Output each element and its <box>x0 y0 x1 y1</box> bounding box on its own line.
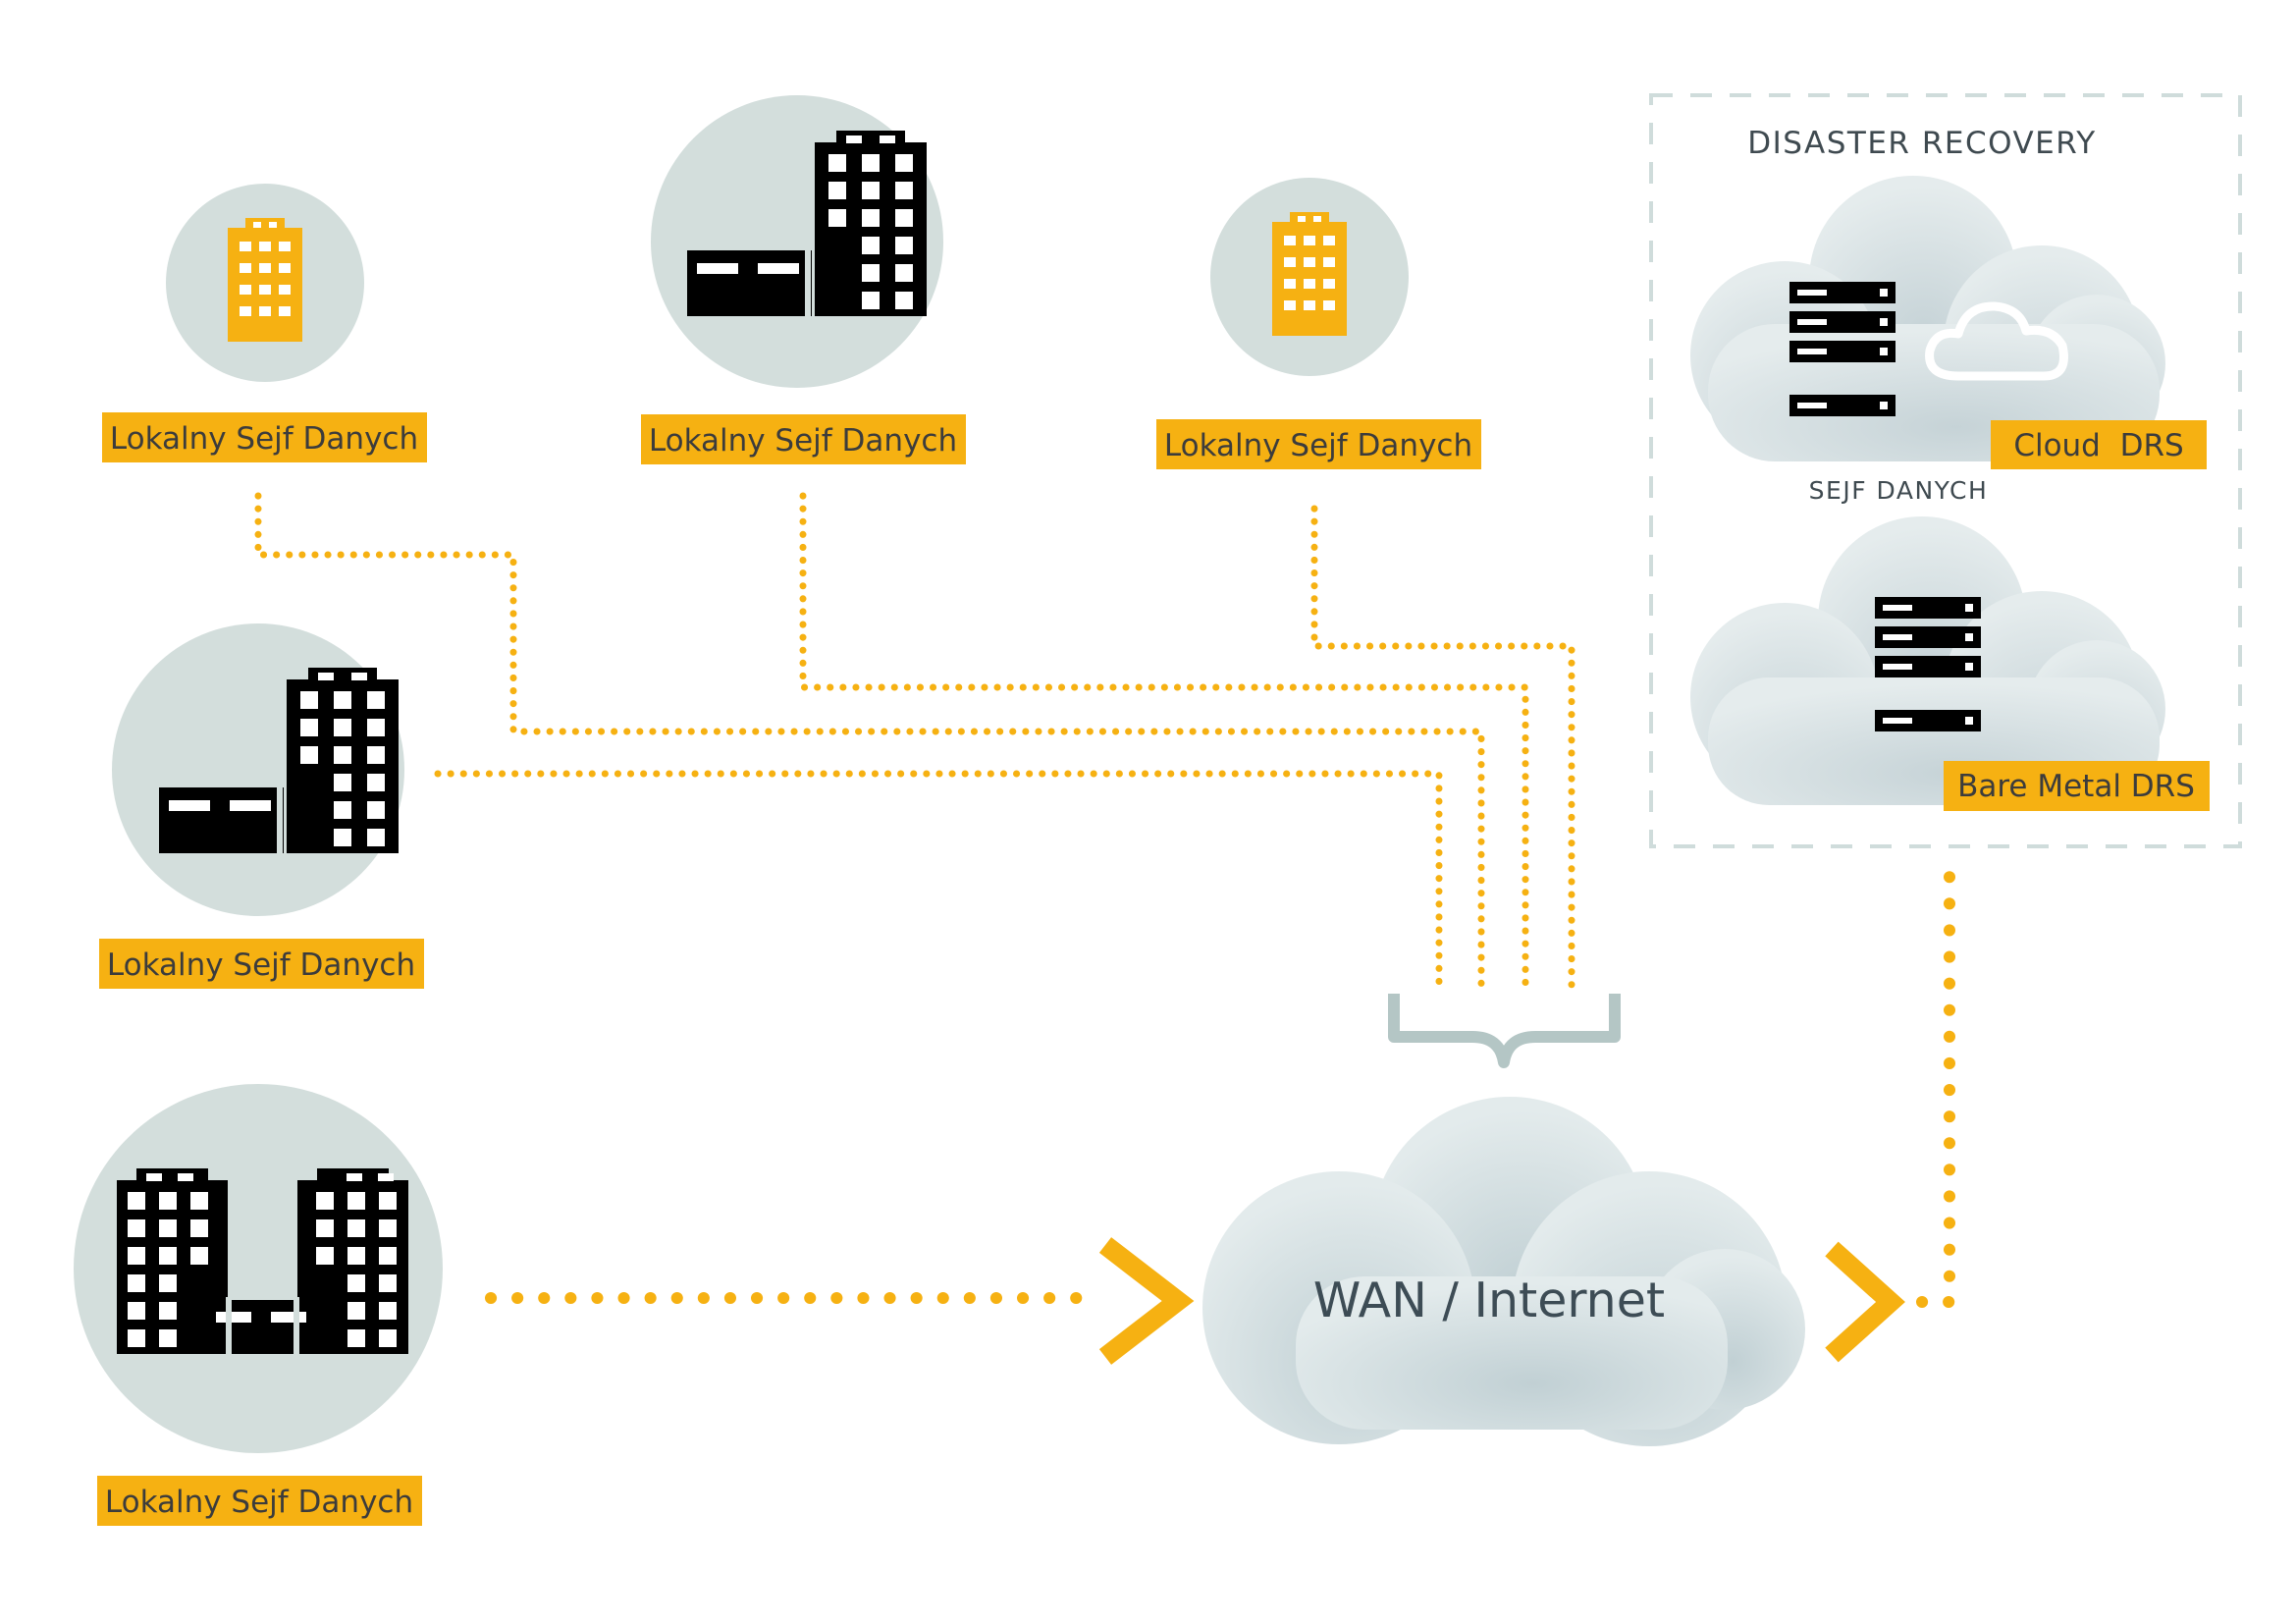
site-3: Lokalny Sejf Danych <box>1156 178 1481 469</box>
connector-site-3 <box>1310 505 1575 991</box>
connector-site-4 <box>434 770 1443 991</box>
label-badge <box>641 414 966 464</box>
site-1: Lokalny Sejf Danych <box>102 184 427 462</box>
site-label: Lokalny Sejf Danych <box>1164 428 1472 463</box>
server-rack-icon <box>1789 282 1896 416</box>
chevron-right-icon <box>1098 1237 1195 1365</box>
site-4: Lokalny Sejf Danych <box>99 623 424 989</box>
dashed-border <box>1649 93 2242 848</box>
bare-metal-drs-label: Bare Metal DRS <box>1957 769 2195 804</box>
data-vault-label: SEJF DANYCH <box>1809 476 1989 505</box>
connector-site-1 <box>254 492 1485 991</box>
label-badge <box>102 412 427 462</box>
label-badge <box>1991 420 2207 469</box>
site-5: Lokalny Sejf Danych <box>74 1084 443 1526</box>
server-rack-icon <box>1875 597 1981 731</box>
small-office-building-icon <box>1272 212 1347 336</box>
label-badge <box>1944 761 2210 811</box>
site-label: Lokalny Sejf Danych <box>110 421 418 457</box>
disaster-recovery-title: DISASTER RECOVERY <box>1747 126 2096 161</box>
large-office-campus-icon <box>117 1168 408 1354</box>
connector-disaster-recovery <box>1916 868 1955 1308</box>
brace-icon <box>1388 994 1621 1068</box>
label-badge <box>1156 419 1481 469</box>
cloud-drs-cloud <box>1690 176 2165 461</box>
connector-site-2 <box>799 492 1529 991</box>
wan-label: WAN / Internet <box>1313 1272 1665 1328</box>
connection-lines <box>254 492 1955 1308</box>
site-label: Lokalny Sejf Danych <box>105 1485 413 1520</box>
disaster-recovery-panel: DISASTER RECOVERY Cloud DRS SEJF DANYCH <box>1649 93 2242 848</box>
small-office-building-icon <box>228 218 302 342</box>
cloud-icon <box>1925 301 2068 381</box>
site-label: Lokalny Sejf Danych <box>107 947 415 983</box>
chevron-right-icon <box>1825 1241 1905 1363</box>
wan-cloud: WAN / Internet <box>1202 1097 1805 1446</box>
label-badge <box>99 939 424 989</box>
cloud-drs-label: Cloud DRS <box>2013 428 2183 463</box>
site-label: Lokalny Sejf Danych <box>649 423 957 459</box>
label-badge <box>97 1476 422 1526</box>
site-2: Lokalny Sejf Danych <box>641 95 966 464</box>
bare-metal-drs-cloud <box>1690 516 2165 805</box>
